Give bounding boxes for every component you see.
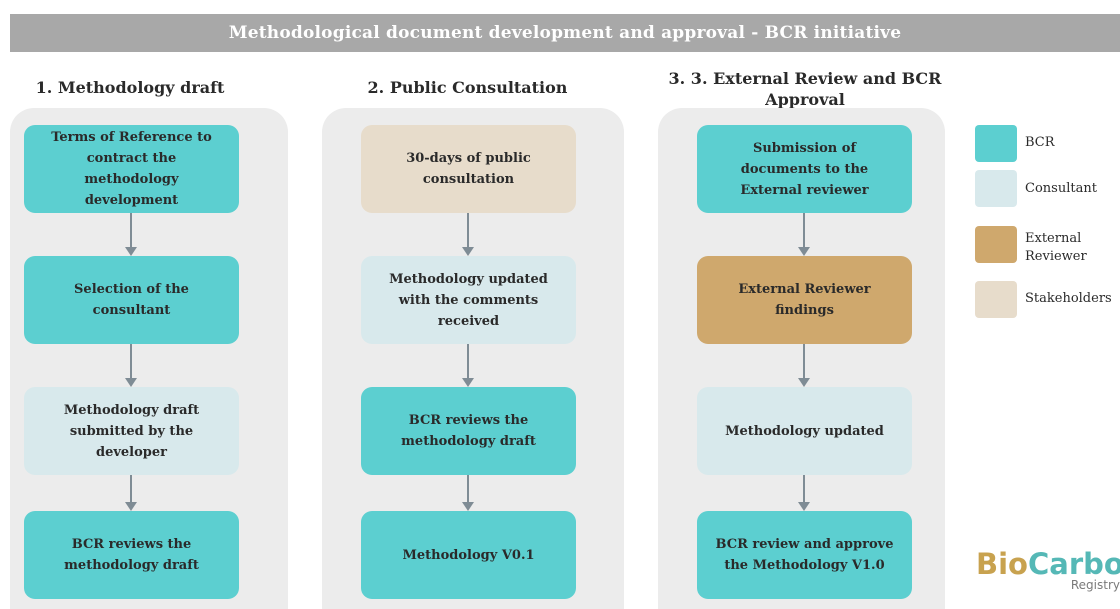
flow-arrow — [462, 344, 474, 387]
flow-arrow — [798, 475, 810, 511]
logo-wordmark: BioCarbon — [976, 547, 1120, 581]
step-public-consultation-period: 30-days of public consultation — [361, 125, 576, 213]
column-title-methodology-draft: 1. Methodology draft — [35, 78, 225, 97]
step-selection-of-consultant: Selection of the consultant — [24, 256, 239, 344]
step-methodology-v01: Methodology V0.1 — [361, 511, 576, 599]
step-submission-to-reviewer: Submission of documents to the External … — [697, 125, 912, 213]
step-bcr-reviews-draft: BCR reviews the methodology draft — [24, 511, 239, 599]
step-external-reviewer-findings: External Reviewer findings — [697, 256, 912, 344]
step-draft-submitted: Methodology draft submitted by the devel… — [24, 387, 239, 475]
step-methodology-updated-comments: Methodology updated with the comments re… — [361, 256, 576, 344]
flow-arrow — [462, 475, 474, 511]
legend-swatch-bcr — [975, 125, 1017, 162]
logo-subtitle: Registry — [1070, 578, 1120, 592]
diagram-title: Methodological document development and … — [228, 23, 902, 43]
flow-arrow — [125, 213, 137, 256]
step-bcr-reviews-draft: BCR reviews the methodology draft — [361, 387, 576, 475]
flow-arrow — [462, 213, 474, 256]
step-bcr-approve-v10: BCR review and approve the Methodology V… — [697, 511, 912, 599]
flow-arrow — [125, 475, 137, 511]
flow-arrow — [798, 344, 810, 387]
legend-swatch-consultant — [975, 170, 1017, 207]
diagram-title-bar: Methodological document development and … — [10, 14, 1120, 52]
step-terms-of-reference: Terms of Reference to contract the metho… — [24, 125, 239, 213]
legend-label-consultant: Consultant — [1025, 181, 1097, 196]
legend-swatch-stakeholders — [975, 281, 1017, 318]
column-title-public-consultation: 2. Public Consultation — [367, 78, 568, 97]
biocarbon-registry-logo: BioCarbon Registry — [976, 548, 1120, 608]
step-methodology-updated: Methodology updated — [697, 387, 912, 475]
legend-label-external-reviewer: External Reviewer — [1025, 231, 1087, 264]
legend-swatch-external-reviewer — [975, 226, 1017, 263]
flow-arrow — [798, 213, 810, 256]
flow-arrow — [125, 344, 137, 387]
legend-label-bcr: BCR — [1025, 135, 1055, 150]
legend-label-stakeholders: Stakeholders — [1025, 291, 1112, 306]
column-title-external-review: 3. 3. External Review and BCR Approval — [668, 69, 942, 109]
